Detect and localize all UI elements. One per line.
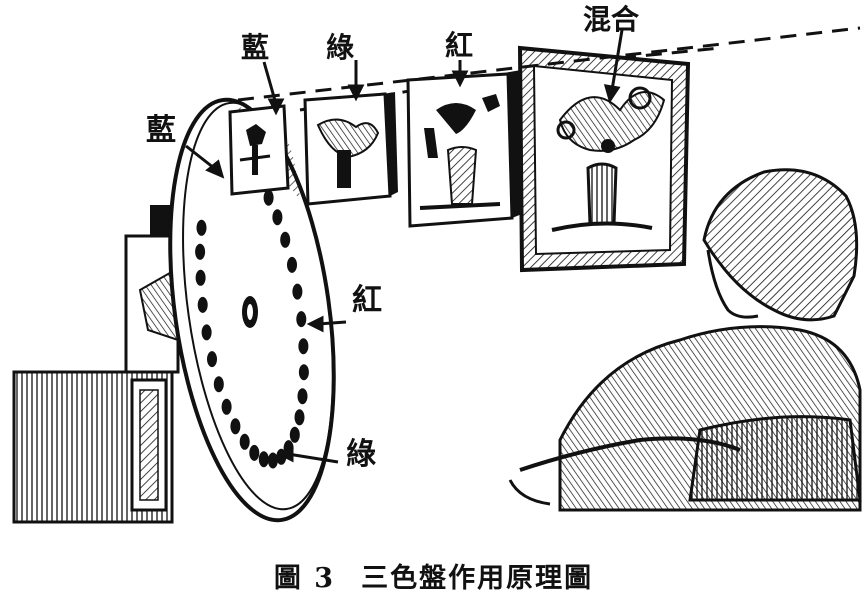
figure-caption: 圖 3 三色盤作用原理圖 — [0, 556, 867, 595]
projector-box — [12, 205, 180, 524]
disc-dot — [298, 338, 309, 355]
disc-dot — [267, 452, 278, 469]
green-frame — [303, 92, 398, 206]
disc-dot — [221, 398, 232, 415]
disc-dot — [294, 409, 305, 426]
label-blue-left: 藍 — [146, 113, 176, 148]
label-green-bottom: 綠 — [346, 437, 376, 472]
disc-dot — [298, 364, 309, 381]
label-red-top: 紅 — [445, 29, 474, 62]
disc-dot — [280, 231, 291, 248]
label-green-top: 綠 — [326, 31, 355, 64]
disc-dot — [249, 444, 260, 461]
disc-dot — [230, 418, 241, 435]
color-disc — [168, 97, 336, 523]
disc-dot — [297, 388, 308, 405]
red-frame — [406, 72, 522, 228]
disc-dot — [292, 283, 303, 300]
blue-frame — [228, 104, 290, 196]
disc-dot — [289, 426, 300, 443]
disc-dot — [263, 189, 274, 206]
disc-dot — [207, 351, 217, 368]
disc-dot — [195, 243, 206, 260]
disc-dot — [195, 269, 206, 286]
annotation-arrows — [185, 29, 624, 464]
disc-dot — [213, 376, 224, 393]
disc-dot — [201, 324, 212, 341]
disc-dot — [287, 256, 297, 273]
figure-title: 三色盤作用原理圖 — [361, 563, 594, 594]
label-blue-top: 藍 — [241, 31, 270, 64]
mixed-picture — [517, 45, 691, 273]
disc-dot — [258, 451, 269, 468]
disc-dot — [296, 311, 307, 328]
disc-dot — [239, 433, 250, 450]
label-mixed: 混合 — [583, 3, 640, 36]
label-red-right: 紅 — [352, 283, 382, 318]
viewer-figure — [508, 168, 862, 512]
disc-dot — [197, 296, 208, 313]
disc-dot — [272, 209, 283, 226]
disc-dot — [196, 219, 207, 236]
figure-number: 圖 3 — [273, 563, 336, 594]
